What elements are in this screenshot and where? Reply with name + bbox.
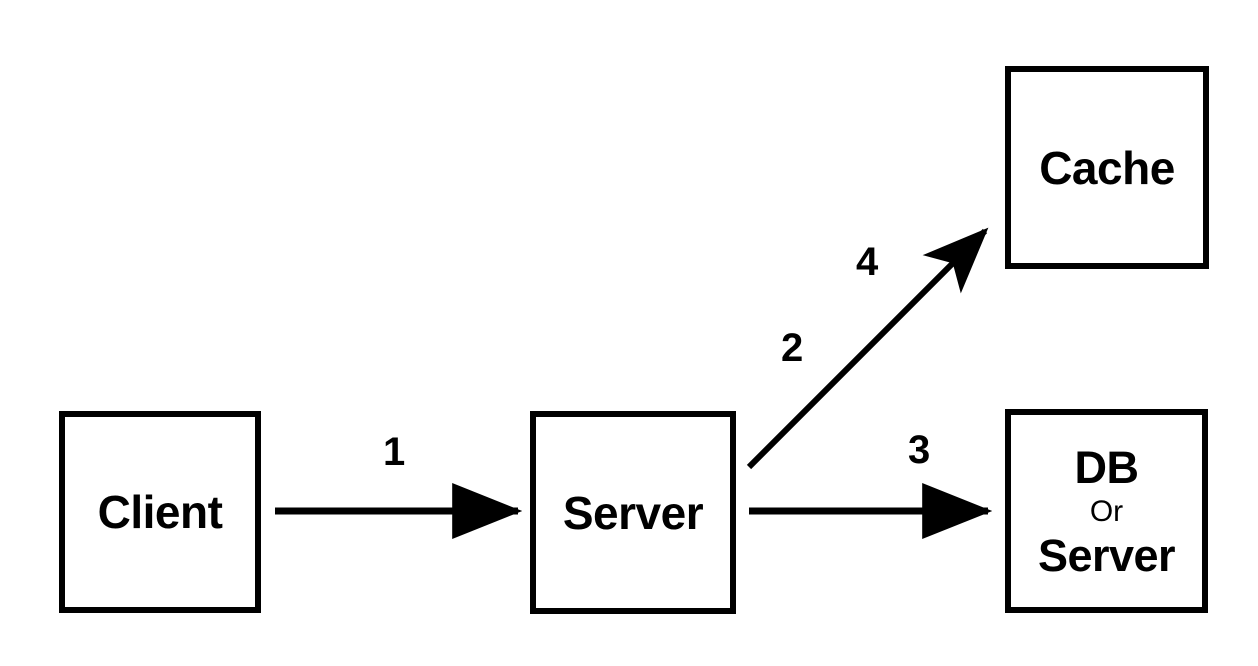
node-db-label-connector: Or [1089,494,1124,528]
edge-label-2: 2 [781,326,804,370]
node-client-label: Client [97,486,223,538]
node-db[interactable]: DB Or Server [1005,409,1208,613]
edge-label-3: 3 [908,428,931,472]
edge-label-1: 1 [383,430,406,474]
node-db-label-primary: DB [1074,441,1140,493]
node-server[interactable]: Server [530,411,736,614]
node-cache-label: Cache [1039,141,1175,194]
node-db-label-secondary: Server [1037,529,1176,581]
node-cache[interactable]: Cache [1005,66,1209,269]
node-server-label: Server [562,486,704,539]
edge-label-4: 4 [856,240,879,284]
node-client[interactable]: Client [59,411,261,613]
